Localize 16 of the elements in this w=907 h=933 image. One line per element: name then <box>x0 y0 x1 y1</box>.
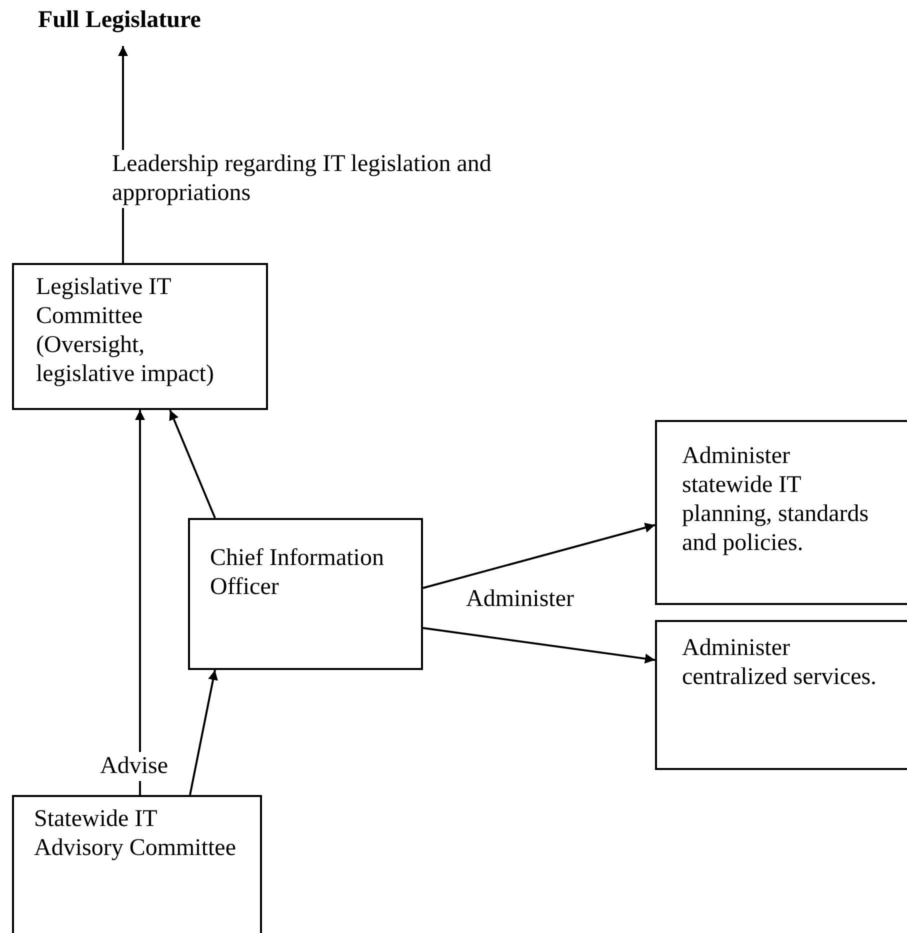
node-text: Administer statewide IT planning, standards and policies. <box>682 442 870 558</box>
arrow <box>135 410 145 795</box>
node-text: Chief Information Officer <box>210 544 385 602</box>
process-box <box>655 420 907 605</box>
arrow <box>169 410 216 518</box>
node-text: Legislative IT Committee (Oversight, legislative impact) <box>36 273 215 389</box>
node-text: Statewide IT Advisory Committee <box>34 805 237 863</box>
arrow <box>189 670 218 796</box>
arrow <box>422 522 656 589</box>
process-box <box>188 518 423 670</box>
node-text: Administer centralized services. <box>682 634 878 692</box>
process-box <box>655 620 907 770</box>
node-text: Full Legislature <box>38 6 202 35</box>
process-box <box>12 795 262 933</box>
arrow <box>422 627 656 664</box>
process-box <box>12 263 268 410</box>
